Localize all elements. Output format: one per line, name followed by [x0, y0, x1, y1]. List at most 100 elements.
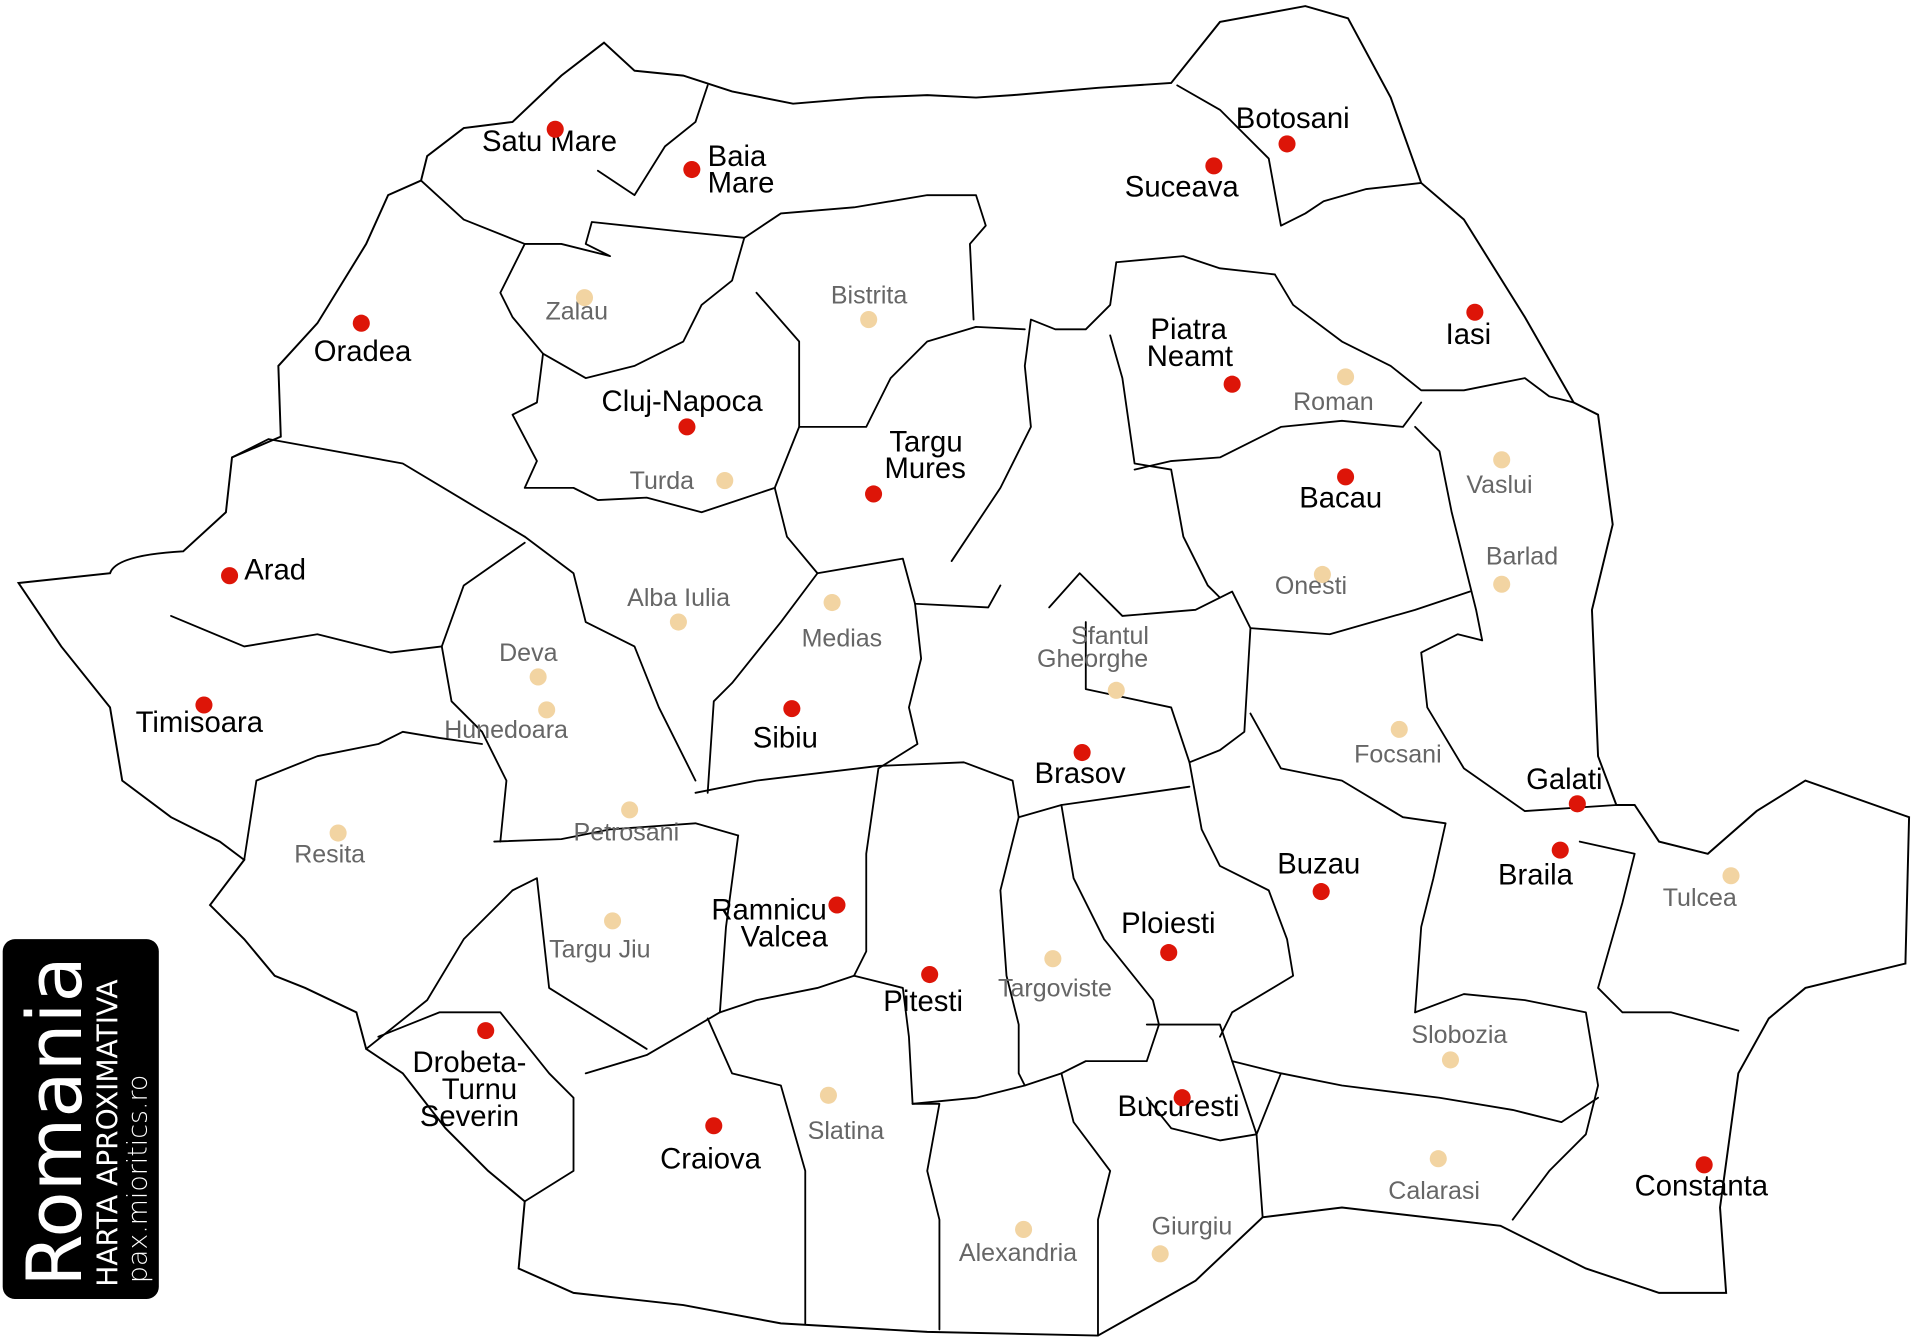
city-label: Targu: [889, 426, 962, 458]
city-dot-marker: [1151, 1245, 1169, 1263]
capital-dot-marker: [352, 314, 370, 332]
secondary-city-medias: Medias: [802, 593, 883, 652]
city-label: Piatra: [1150, 314, 1227, 346]
capital-dot-marker: [1568, 795, 1586, 813]
city-label: Alba Iulia: [627, 584, 730, 612]
city-label: Craiova: [660, 1143, 762, 1175]
city-dot-marker: [1313, 565, 1331, 584]
capital-dot-marker: [221, 567, 239, 585]
city-label: Bacau: [1299, 482, 1382, 514]
county-capital-braila: Braila: [1498, 841, 1574, 891]
city-label: Sfantul: [1071, 622, 1149, 650]
capital-dot-marker: [1160, 944, 1178, 962]
city-dot-marker: [538, 701, 556, 719]
secondary-city-turda: Turda: [630, 467, 734, 495]
city-label: Petrosani: [574, 818, 680, 846]
city-label: Mures: [885, 453, 966, 485]
city-dot-marker: [621, 801, 639, 819]
capital-dot-marker: [1278, 135, 1296, 153]
city-label: Neamt: [1147, 341, 1233, 373]
capital-dot-marker: [1073, 744, 1091, 762]
city-label: Braila: [1498, 859, 1574, 891]
capital-dot-marker: [865, 485, 883, 503]
county-capital-iasi: Iasi: [1446, 303, 1492, 351]
capital-dot-marker: [1205, 157, 1223, 175]
city-label: Drobeta-: [413, 1047, 527, 1079]
city-label: Turda: [630, 467, 694, 495]
city-label: Bistrita: [831, 282, 907, 310]
county-capital-constanta: Constanta: [1635, 1156, 1769, 1202]
secondary-city-slatina: Slatina: [808, 1086, 884, 1145]
city-label: Targu Jiu: [549, 935, 650, 963]
capital-dot-marker: [828, 896, 846, 914]
secondary-city-petrosani: Petrosani: [574, 801, 680, 846]
county-capital-ploiesti: Ploiesti: [1121, 908, 1216, 962]
city-label: Calarasi: [1388, 1177, 1480, 1205]
county-capital-satu-mare: Satu Mare: [482, 120, 617, 158]
secondary-city-deva: Deva: [499, 639, 558, 686]
secondary-city-hunedoara: Hunedoara: [444, 701, 568, 744]
county-capital-galati: Galati: [1526, 764, 1603, 813]
county-capital-craiova: Craiova: [660, 1117, 762, 1175]
secondary-city-tulcea: Tulcea: [1663, 867, 1740, 912]
logo-url: pax.mioritics.ro: [123, 1075, 154, 1283]
county-capital-buzau: Buzau: [1277, 848, 1360, 901]
city-label: Zalau: [545, 298, 608, 326]
capital-dot-marker: [678, 418, 696, 436]
county-capital-arad: Arad: [221, 554, 306, 586]
secondary-city-bistrita: Bistrita: [831, 282, 907, 329]
city-dot-marker: [1441, 1051, 1460, 1069]
city-dot-marker: [1493, 451, 1511, 469]
county-capital-pitesti: Pitesti: [883, 965, 963, 1018]
secondary-city-targoviste: Targoviste: [998, 950, 1112, 1002]
city-label: Oradea: [314, 336, 412, 368]
city-label: Vaslui: [1466, 471, 1532, 499]
logo-title: Romania: [11, 956, 99, 1287]
city-label: Ploiesti: [1121, 908, 1215, 940]
secondary-city-targu-jiu: Targu Jiu: [549, 912, 651, 963]
city-dot-marker: [1722, 867, 1740, 885]
city-label: Brasov: [1035, 758, 1126, 790]
city-dot-marker: [1429, 1150, 1447, 1168]
logo-badge: Romania HARTA APROXIMATIVA pax.mioritics…: [2, 939, 159, 1299]
city-label: Suceava: [1125, 171, 1240, 203]
county-capital-sibiu: Sibiu: [753, 700, 818, 755]
county-capital-bacau: Bacau: [1299, 468, 1382, 514]
capital-dot-marker: [705, 1117, 723, 1135]
city-label: Gheorghe: [1037, 645, 1148, 673]
city-dot-marker: [1044, 950, 1062, 968]
city-label: Resita: [294, 840, 365, 868]
city-dot-marker: [1337, 368, 1355, 386]
capital-dot-marker: [1551, 841, 1569, 859]
secondary-city-focsani: Focsani: [1354, 720, 1442, 768]
county-capital-cluj-napoca: Cluj-Napoca: [602, 386, 763, 436]
city-label: Pitesti: [883, 986, 963, 1018]
secondary-city-zalau: Zalau: [545, 289, 608, 326]
city-label: Medias: [802, 624, 883, 652]
city-label: Giurgiu: [1152, 1212, 1233, 1240]
city-label: Deva: [499, 639, 557, 667]
city-dot-marker: [819, 1086, 837, 1104]
city-label: Roman: [1293, 388, 1374, 416]
city-dot-marker: [604, 912, 622, 930]
county-capital-bucuresti: Bucuresti: [1117, 1089, 1239, 1123]
secondary-city-resita: Resita: [294, 824, 365, 868]
secondary-city-roman: Roman: [1293, 368, 1374, 416]
city-label: Focsani: [1354, 740, 1442, 768]
city-label: Onesti: [1275, 572, 1347, 600]
county-capital-oradea: Oradea: [314, 314, 412, 368]
city-dot-marker: [1390, 720, 1408, 738]
county-borders: [170, 84, 1740, 1337]
city-label: Alexandria: [959, 1239, 1077, 1267]
city-label: Slobozia: [1411, 1021, 1507, 1049]
city-label: Iasi: [1446, 319, 1492, 351]
secondary-city-onesti: Onesti: [1275, 565, 1347, 600]
secondary-city-giurgiu: Giurgiu: [1151, 1212, 1233, 1263]
capital-dot-marker: [1223, 375, 1241, 393]
city-label: Tulcea: [1663, 884, 1737, 912]
city-label: Arad: [244, 554, 306, 586]
